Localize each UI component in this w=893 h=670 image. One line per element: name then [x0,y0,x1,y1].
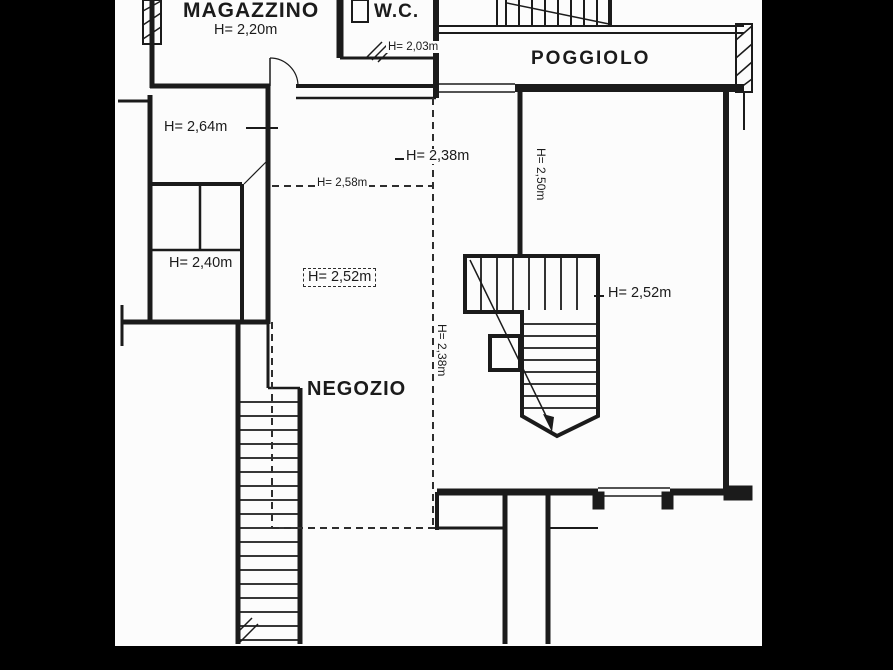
room-label-wc: W.C. [372,1,422,22]
room-label-magazzino: MAGAZZINO [181,0,322,23]
room-label-negozio: NEGOZIO [305,378,409,400]
height-annotation-right-room: H= 2,52m [606,285,674,302]
stairs-top-right [496,0,612,26]
height-annotation-vertical-negozio: H= 2,38m [435,322,449,379]
height-annotation-left-lower: H= 2,40m [167,255,235,272]
height-annotation-left-upper: H= 2,64m [162,119,230,136]
height-annotation-center-small: H= 2,58m [315,177,370,190]
stairs-bottom-left [235,322,303,644]
height-label-wc: H= 2,03m [386,41,441,54]
dashed-boundaries [271,98,437,529]
height-annotation-vertical-center: H= 2,50m [534,146,548,203]
room-label-poggiolo: POGGIOLO [529,48,653,69]
height-annotation-center-upper: H= 2,38m [404,148,472,165]
height-label-magazzino: H= 2,20m [212,22,280,39]
stairs-central [463,254,600,439]
height-annotation-negozio: H= 2,52m [303,268,377,288]
walls [118,0,753,644]
